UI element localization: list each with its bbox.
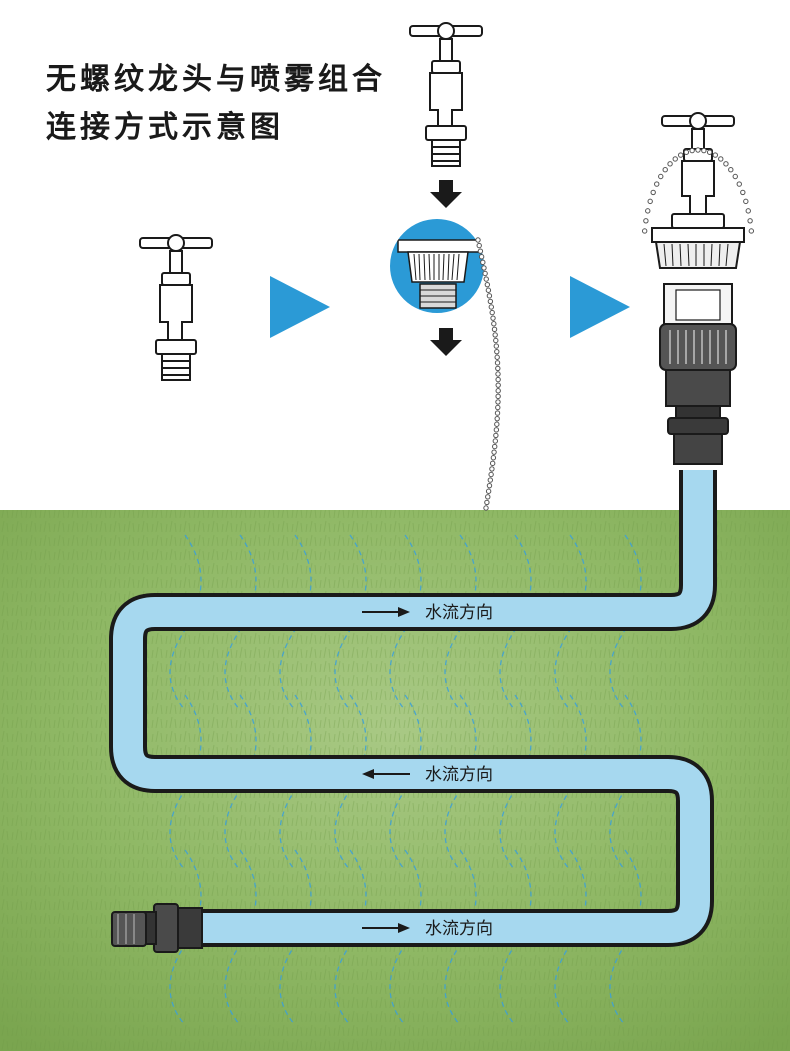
- flow-label: 水流方向: [425, 765, 493, 785]
- flow-label: 水流方向: [425, 919, 493, 939]
- chain-bead: [491, 326, 498, 333]
- chain-bead: [493, 427, 500, 433]
- chain-bead: [490, 455, 497, 461]
- chain-bead: [488, 304, 495, 310]
- chain-bead: [485, 494, 491, 500]
- chain-bead: [495, 388, 501, 394]
- chain-bead: [647, 198, 653, 205]
- chain-bead: [723, 161, 729, 167]
- play-arrow-icon: [570, 276, 630, 338]
- chain-bead: [495, 399, 501, 405]
- chain-bead: [489, 466, 495, 472]
- chain-bead: [645, 208, 651, 214]
- chain-bead: [672, 156, 678, 162]
- chain-bead: [747, 218, 753, 224]
- chain-bead: [650, 189, 656, 196]
- chain-bead: [492, 332, 498, 338]
- chain-bead: [481, 265, 487, 271]
- chain-bead: [695, 147, 701, 153]
- title-line-2: 连接方式示意图: [46, 110, 284, 145]
- play-arrow-icon: [270, 276, 330, 338]
- chain-bead: [486, 482, 493, 489]
- chain-bead: [743, 198, 749, 205]
- chain-bead: [494, 415, 500, 422]
- chain-bead: [745, 208, 751, 214]
- chain-bead: [641, 228, 648, 234]
- chain-bead: [494, 360, 501, 366]
- chain-bead: [495, 382, 501, 388]
- chain-bead: [495, 376, 501, 383]
- page-title: 无螺纹龙头与喷雾组合 连接方式示意图: [46, 56, 386, 152]
- chain-bead: [483, 276, 489, 282]
- chain-bead: [712, 152, 719, 158]
- chain-bead: [748, 228, 755, 234]
- bead-chain: [641, 147, 755, 234]
- chain-bead: [495, 371, 501, 377]
- down-arrow-icon: [430, 180, 462, 208]
- chain-bead: [488, 471, 494, 478]
- chain-bead: [494, 354, 500, 360]
- chain-bead: [485, 488, 492, 494]
- chain-bead: [482, 270, 488, 277]
- chain-bead: [485, 287, 492, 293]
- chain-bead: [494, 410, 501, 416]
- chain-bead: [495, 365, 501, 372]
- chain-bead: [728, 167, 734, 173]
- chain-bead: [491, 449, 497, 455]
- chain-bead: [486, 293, 493, 299]
- chain-bead: [662, 167, 668, 173]
- chain-bead: [487, 298, 494, 305]
- chain-bead: [706, 149, 713, 155]
- hose-end-plug-icon: [111, 903, 203, 953]
- hose-water: [113, 470, 713, 943]
- chain-bead: [701, 147, 707, 154]
- down-arrow-icon: [430, 328, 462, 356]
- chain-bead: [493, 337, 499, 344]
- chain-bead: [658, 173, 664, 180]
- chain-bead: [689, 147, 695, 154]
- chain-bead: [477, 248, 484, 254]
- bead-chain: [475, 237, 501, 511]
- chain-bead: [667, 161, 673, 167]
- chain-bead: [489, 460, 496, 467]
- chain-bead: [492, 438, 499, 444]
- chain-bead: [494, 348, 500, 355]
- chain-bead: [484, 499, 490, 506]
- chain-bead: [493, 432, 499, 439]
- flow-direction-1: 水流方向: [362, 603, 493, 623]
- chain-bead: [483, 505, 489, 511]
- chain-bead: [490, 315, 496, 321]
- chain-bead: [476, 242, 482, 249]
- chain-bead: [643, 218, 649, 224]
- chain-bead: [478, 254, 485, 260]
- chain-bead: [495, 404, 501, 411]
- chain-bead: [740, 189, 746, 196]
- chain-bead: [489, 309, 495, 316]
- title-line-1: 无螺纹龙头与喷雾组合: [46, 62, 386, 97]
- chain-bead: [732, 173, 738, 180]
- faucet-icon: [409, 22, 483, 167]
- chain-bead: [654, 181, 660, 187]
- chain-bead: [480, 259, 486, 266]
- chain-bead: [683, 149, 690, 155]
- chain-bead: [492, 443, 498, 450]
- chain-bead: [718, 156, 724, 162]
- faucet-icon: [139, 234, 213, 381]
- chain-bead: [475, 237, 481, 243]
- chain-bead: [487, 477, 494, 483]
- chain-bead: [677, 152, 684, 158]
- connector-magnified-icon: [388, 217, 486, 315]
- flow-direction-2: 水流方向: [362, 765, 493, 785]
- chain-bead: [495, 393, 501, 400]
- chain-bead: [736, 181, 742, 187]
- chain-bead: [493, 343, 500, 349]
- chain-bead: [484, 281, 491, 288]
- flow-direction-3: 水流方向: [362, 919, 493, 939]
- faucet-with-connector-icon: [651, 112, 745, 465]
- chain-bead: [491, 321, 497, 327]
- chain-bead: [494, 421, 500, 427]
- flow-label: 水流方向: [425, 603, 493, 623]
